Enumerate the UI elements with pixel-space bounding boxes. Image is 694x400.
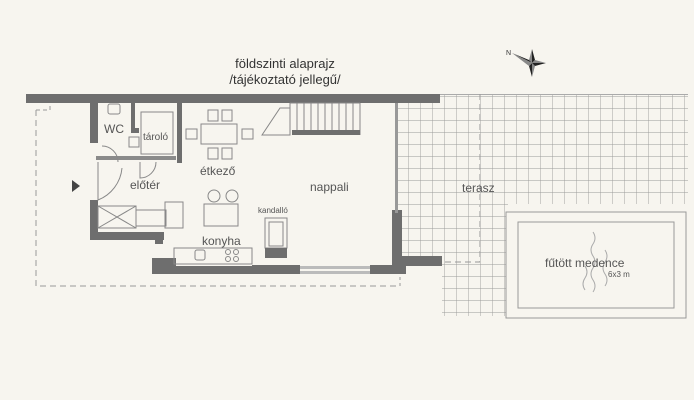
- room-label-wc: WC: [104, 122, 124, 136]
- dining-table: [185, 109, 254, 160]
- room-label-kandallo: kandalló: [258, 206, 288, 215]
- plan-subtitle: /tájékoztató jellegű/: [229, 72, 341, 87]
- pool: [505, 211, 687, 319]
- room-label-konyha: konyha: [202, 234, 241, 248]
- svg-text:N: N: [506, 50, 511, 57]
- room-label-terasz: terasz: [462, 181, 495, 195]
- plan-title: földszinti alaprajz: [235, 56, 335, 71]
- terrace-tiles: [398, 94, 688, 204]
- staircase: [261, 102, 361, 136]
- entrance-arrow-icon: [72, 180, 80, 192]
- room-label-tarolo: tároló: [143, 132, 169, 143]
- wall-north: [26, 94, 440, 103]
- room-label-nappali: nappali: [310, 180, 349, 194]
- compass-rose-icon: N: [506, 49, 546, 77]
- room-label-eloter: előtér: [130, 178, 161, 192]
- pool-size: 6x3 m: [608, 270, 630, 279]
- room-label-etkezo: étkező: [200, 164, 236, 178]
- room-label-medence: fűtött medence: [545, 256, 625, 270]
